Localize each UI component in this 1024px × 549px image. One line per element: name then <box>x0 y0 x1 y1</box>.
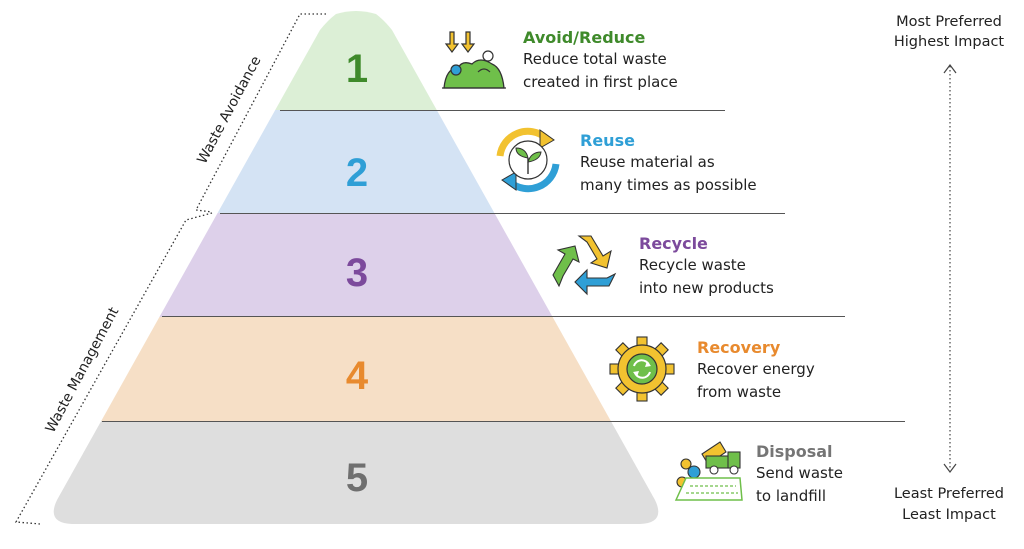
level-1-desc-line2: created in first place <box>523 73 678 91</box>
level-number-4: 4 <box>346 354 369 398</box>
band-1 <box>53 11 659 110</box>
level-5-desc-line1: Send waste <box>756 464 843 482</box>
waste-pile-icon <box>442 31 506 89</box>
level-3-title: Recycle <box>639 234 708 253</box>
energy-gear-icon <box>609 336 675 402</box>
level-2-desc-line1: Reuse material as <box>580 153 715 171</box>
level-number-3: 3 <box>346 251 368 295</box>
recycle-icon <box>552 235 617 296</box>
landfill-truck-icon <box>674 441 743 501</box>
highest-impact-label: Highest Impact <box>893 34 1005 50</box>
separator-lines <box>102 110 905 422</box>
level-5-title: Disposal <box>756 442 833 461</box>
level-2-title: Reuse <box>580 131 635 150</box>
least-impact-label: Least Impact <box>902 507 996 523</box>
least-preferred-label: Least Preferred <box>893 486 1005 502</box>
level-number-1: 1 <box>346 47 368 91</box>
avoidance-bracket <box>194 13 326 213</box>
level-3-desc-line1: Recycle waste <box>639 256 746 274</box>
level-4-desc-line1: Recover energy <box>697 360 815 378</box>
arrow-up-head <box>943 64 957 74</box>
most-preferred-label: Most Preferred <box>896 14 1002 30</box>
level-1-title: Avoid/Reduce <box>523 28 646 47</box>
level-2-desc-line2: many times as possible <box>580 176 757 194</box>
level-4-desc-line2: from waste <box>697 383 782 401</box>
level-1-desc-line1: Reduce total waste <box>523 50 667 68</box>
level-5-desc-line2: to landfill <box>756 487 826 505</box>
band-4 <box>53 317 659 421</box>
level-number-5: 5 <box>346 456 368 500</box>
priority-arrow <box>943 64 957 473</box>
level-4-title: Recovery <box>697 338 781 357</box>
level-number-2: 2 <box>346 151 368 195</box>
band-5 <box>53 421 659 524</box>
arrow-down-head <box>943 463 957 473</box>
reuse-cycle-icon <box>496 127 560 193</box>
management-bracket <box>14 212 213 525</box>
level-3-desc-line2: into new products <box>639 279 774 297</box>
